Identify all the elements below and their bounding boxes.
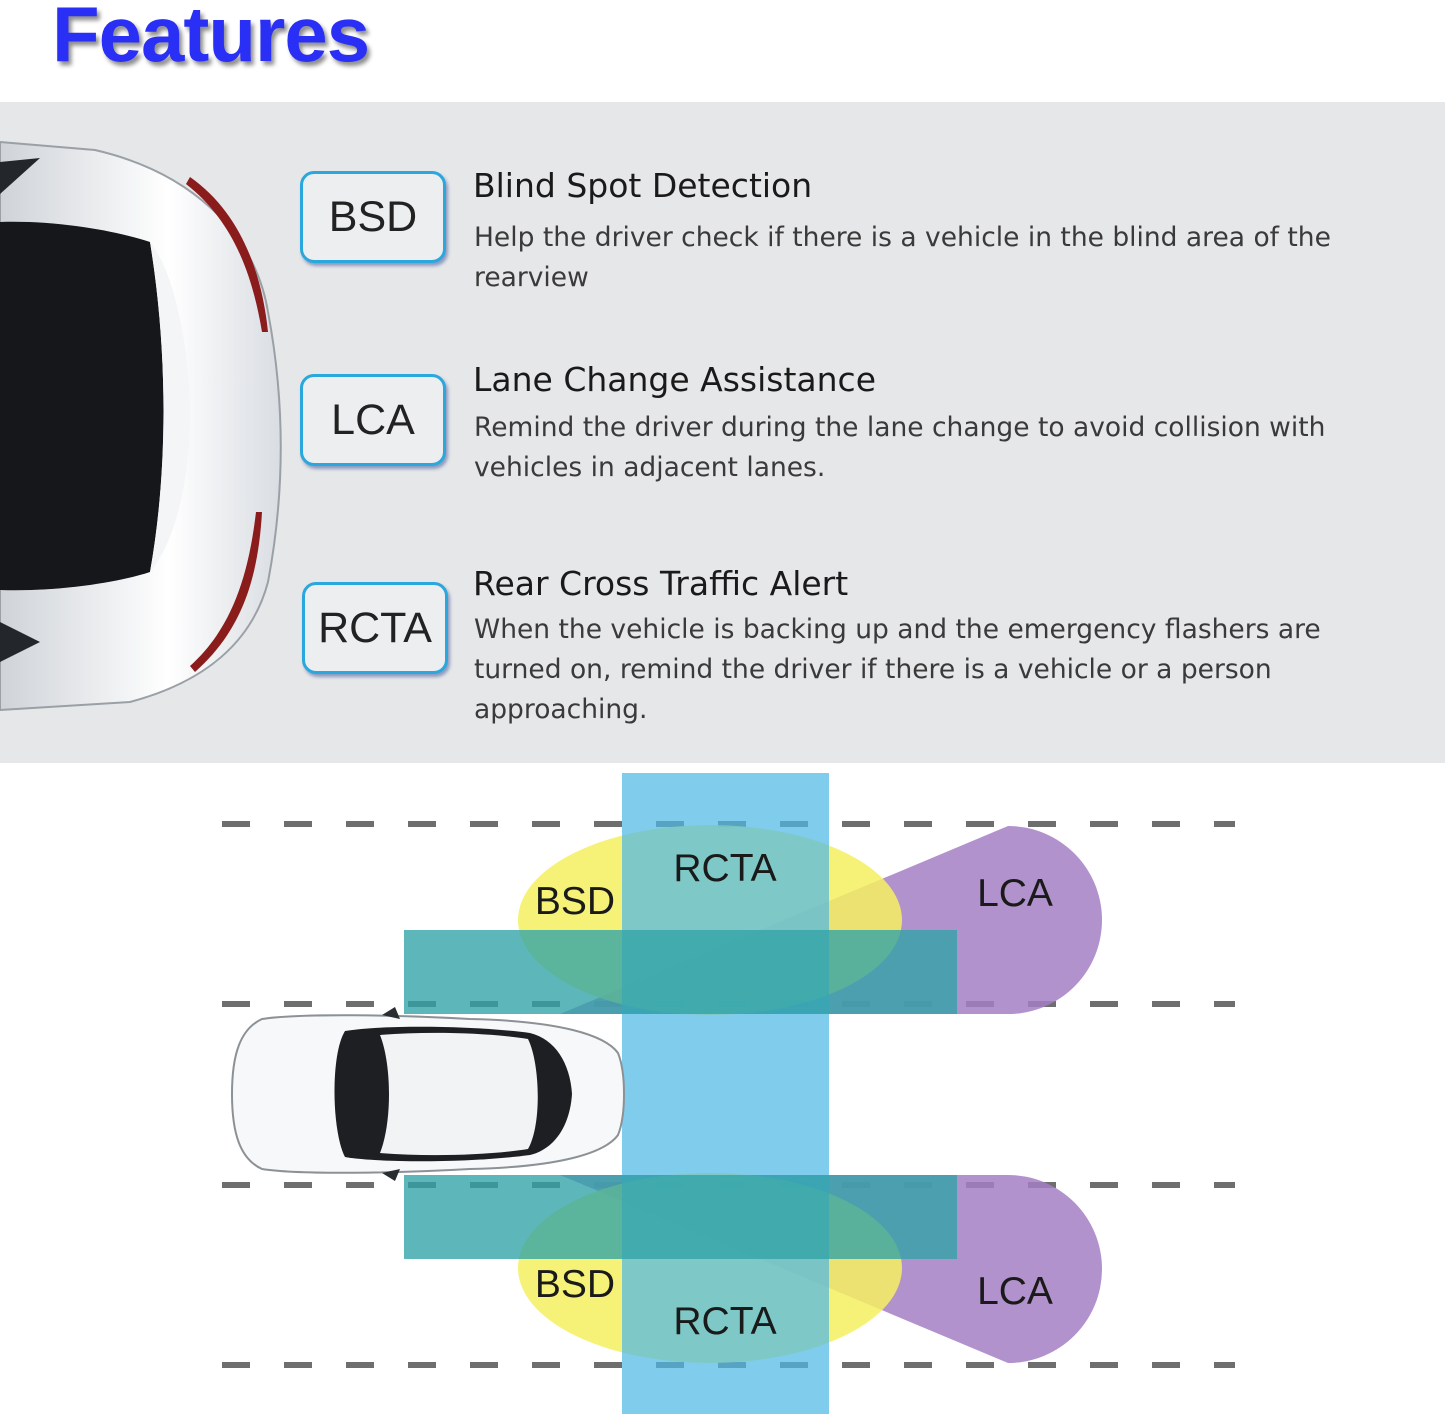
bsd-badge: BSD: [300, 171, 446, 263]
lca-label-bottom: LCA: [977, 1270, 1053, 1313]
lca-description: Remind the driver during the lane change…: [474, 412, 1326, 483]
lca-title: Lane Change Assistance: [473, 360, 876, 399]
features-panel: BSD Blind Spot Detection Help the driver…: [0, 102, 1445, 763]
sensor-coverage-diagram: RCTA BSD LCA BSD RCTA LCA: [222, 773, 1235, 1414]
rcta-badge: RCTA: [302, 582, 448, 674]
lane-zone-top: [404, 930, 957, 1014]
car-top-view: [230, 1007, 625, 1181]
lca-badge: LCA: [300, 374, 446, 466]
rcta-zone: [622, 773, 829, 1414]
rcta-description: When the vehicle is backing up and the e…: [474, 614, 1321, 725]
rcta-label-top: RCTA: [673, 847, 776, 890]
rcta-title: Rear Cross Traffic Alert: [473, 564, 849, 603]
page-title: Features: [52, 0, 370, 78]
bsd-title: Blind Spot Detection: [473, 166, 813, 205]
lca-label-top: LCA: [977, 872, 1053, 915]
bsd-description: Help the driver check if there is a vehi…: [474, 222, 1331, 293]
car-front-image: [0, 140, 282, 712]
bsd-label-top: BSD: [535, 880, 615, 923]
lane-zone-bottom: [404, 1175, 957, 1259]
bsd-label-bottom: BSD: [535, 1263, 615, 1306]
rcta-label-bottom: RCTA: [673, 1300, 776, 1343]
